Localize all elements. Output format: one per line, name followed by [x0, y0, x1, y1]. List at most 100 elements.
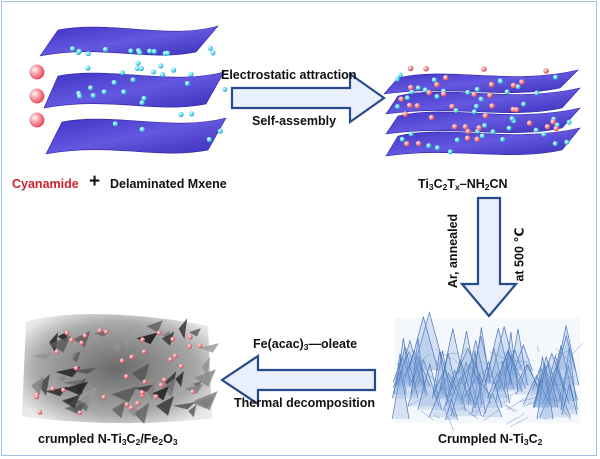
- crumple-facet: [162, 377, 177, 398]
- crumple-facet: [62, 394, 81, 409]
- crumple-fiber: [500, 403, 518, 412]
- crumple-spike: [432, 350, 448, 399]
- cyanamide-label: Cyanamide: [12, 177, 79, 191]
- crumple-spike: [492, 349, 523, 392]
- fe2o3-particle: [124, 374, 129, 379]
- crumple-fiber: [534, 391, 544, 404]
- composite-product-image: [22, 314, 220, 424]
- fe2o3-particle: [34, 394, 40, 400]
- mxene-particle: [70, 46, 76, 52]
- crumple-fiber: [476, 371, 483, 382]
- crumple-fiber: [407, 394, 428, 407]
- fe2o3-particle: [128, 405, 134, 411]
- crumple-fiber: [417, 372, 422, 385]
- fe2o3-particle: [141, 349, 147, 355]
- crumple-fiber: [404, 369, 408, 375]
- fe2o3-particle: [124, 402, 130, 407]
- crumple-spike: [452, 347, 484, 383]
- reagent-label: Cyanamide: [12, 177, 79, 191]
- fe2o3-particle: [101, 394, 107, 400]
- crumple-fiber: [513, 361, 529, 372]
- mxene-particle: [506, 125, 512, 131]
- crumple-fiber: [550, 398, 567, 405]
- mxene-particle: [139, 126, 145, 132]
- cyanamide-particle: [519, 79, 525, 85]
- crumple-fiber: [537, 369, 545, 383]
- crumple-fiber: [435, 360, 442, 368]
- crumple-fiber: [469, 412, 479, 420]
- product-label: crumpled N-Ti3C2/Fe2O3: [38, 432, 178, 447]
- mxene-particle: [134, 65, 140, 71]
- step1-bottom-label: Self-assembly: [252, 114, 337, 128]
- cyanamide-particle: [434, 81, 440, 88]
- mxene-particle: [434, 94, 440, 99]
- crumple-spike: [433, 368, 456, 394]
- mxene-particle: [434, 145, 440, 151]
- mxene-particle: [454, 137, 460, 143]
- mxene-particle: [541, 131, 547, 137]
- cyanamide-particle: [464, 135, 471, 141]
- cyanamide-particle: [482, 113, 489, 119]
- cyanamide-particle: [414, 103, 421, 109]
- crumple-facet: [162, 330, 171, 340]
- fe2o3-particle: [64, 330, 70, 336]
- crumple-fiber: [475, 365, 492, 378]
- cyanamide-particle: [415, 140, 422, 147]
- mxene-particle: [408, 131, 414, 137]
- fe2o3-particle: [142, 379, 148, 385]
- crumple-spike: [513, 343, 533, 371]
- crumple-fiber: [503, 402, 516, 414]
- crumple-facet: [133, 402, 150, 424]
- crumple-fiber: [498, 356, 513, 364]
- mxene-particle: [453, 108, 459, 113]
- mxene-sheet: [43, 71, 225, 109]
- crumple-fiber: [509, 416, 529, 428]
- crumple-fiber: [452, 357, 464, 369]
- mxene-particle: [85, 51, 91, 57]
- crumple-facet: [112, 400, 126, 419]
- crumple-fiber: [542, 380, 552, 392]
- fe2o3-particle: [168, 357, 174, 362]
- crumple-fiber: [461, 406, 476, 417]
- cyanamide-particle: [402, 111, 409, 117]
- mxene-particle: [164, 50, 171, 56]
- cyanamide-particle: [449, 103, 455, 110]
- crumple-spike: [495, 360, 510, 404]
- mxene-sheet-stack: [39, 25, 228, 155]
- cyanamide-particle: [440, 91, 447, 97]
- crumple-fiber: [445, 409, 448, 420]
- mxene-particle: [500, 137, 506, 142]
- step3-bottom-label: Thermal decomposition: [234, 396, 375, 410]
- crumple-fiber: [469, 354, 474, 370]
- crumple-facet: [110, 339, 123, 353]
- mxene-particle: [553, 74, 558, 80]
- crumple-spike: [553, 325, 580, 386]
- fe2o3-particle: [139, 390, 145, 395]
- crumple-fiber: [518, 397, 536, 403]
- crumple-spike: [391, 370, 410, 419]
- crumple-fiber: [489, 351, 509, 361]
- fe2o3-particle: [61, 387, 66, 393]
- crumple-facet: [156, 396, 174, 416]
- crumple-spike: [467, 350, 483, 406]
- fe2o3-particle: [170, 336, 176, 342]
- crumple-facet: [188, 404, 197, 418]
- mxene-particle: [88, 85, 94, 91]
- mxene-particle: [210, 50, 216, 56]
- fe2o3-particle: [162, 377, 167, 383]
- mxene-particle: [130, 77, 136, 83]
- plus-sign: +: [89, 171, 101, 192]
- crumple-facet: [178, 318, 188, 340]
- mxene-particle: [422, 87, 428, 93]
- mxene-particle: [521, 101, 527, 107]
- crumple-fiber: [570, 342, 584, 357]
- cyanamide-particle: [462, 124, 469, 130]
- mxene-particle: [474, 86, 480, 92]
- mxene-particle: [533, 127, 539, 133]
- crumple-fiber: [447, 416, 454, 432]
- mxene-particle: [147, 48, 153, 54]
- crumple-facet: [49, 335, 71, 353]
- assembled-sheet-stack: [383, 65, 581, 157]
- cyanamide-particle: [487, 92, 493, 99]
- mxene-particle: [479, 133, 485, 139]
